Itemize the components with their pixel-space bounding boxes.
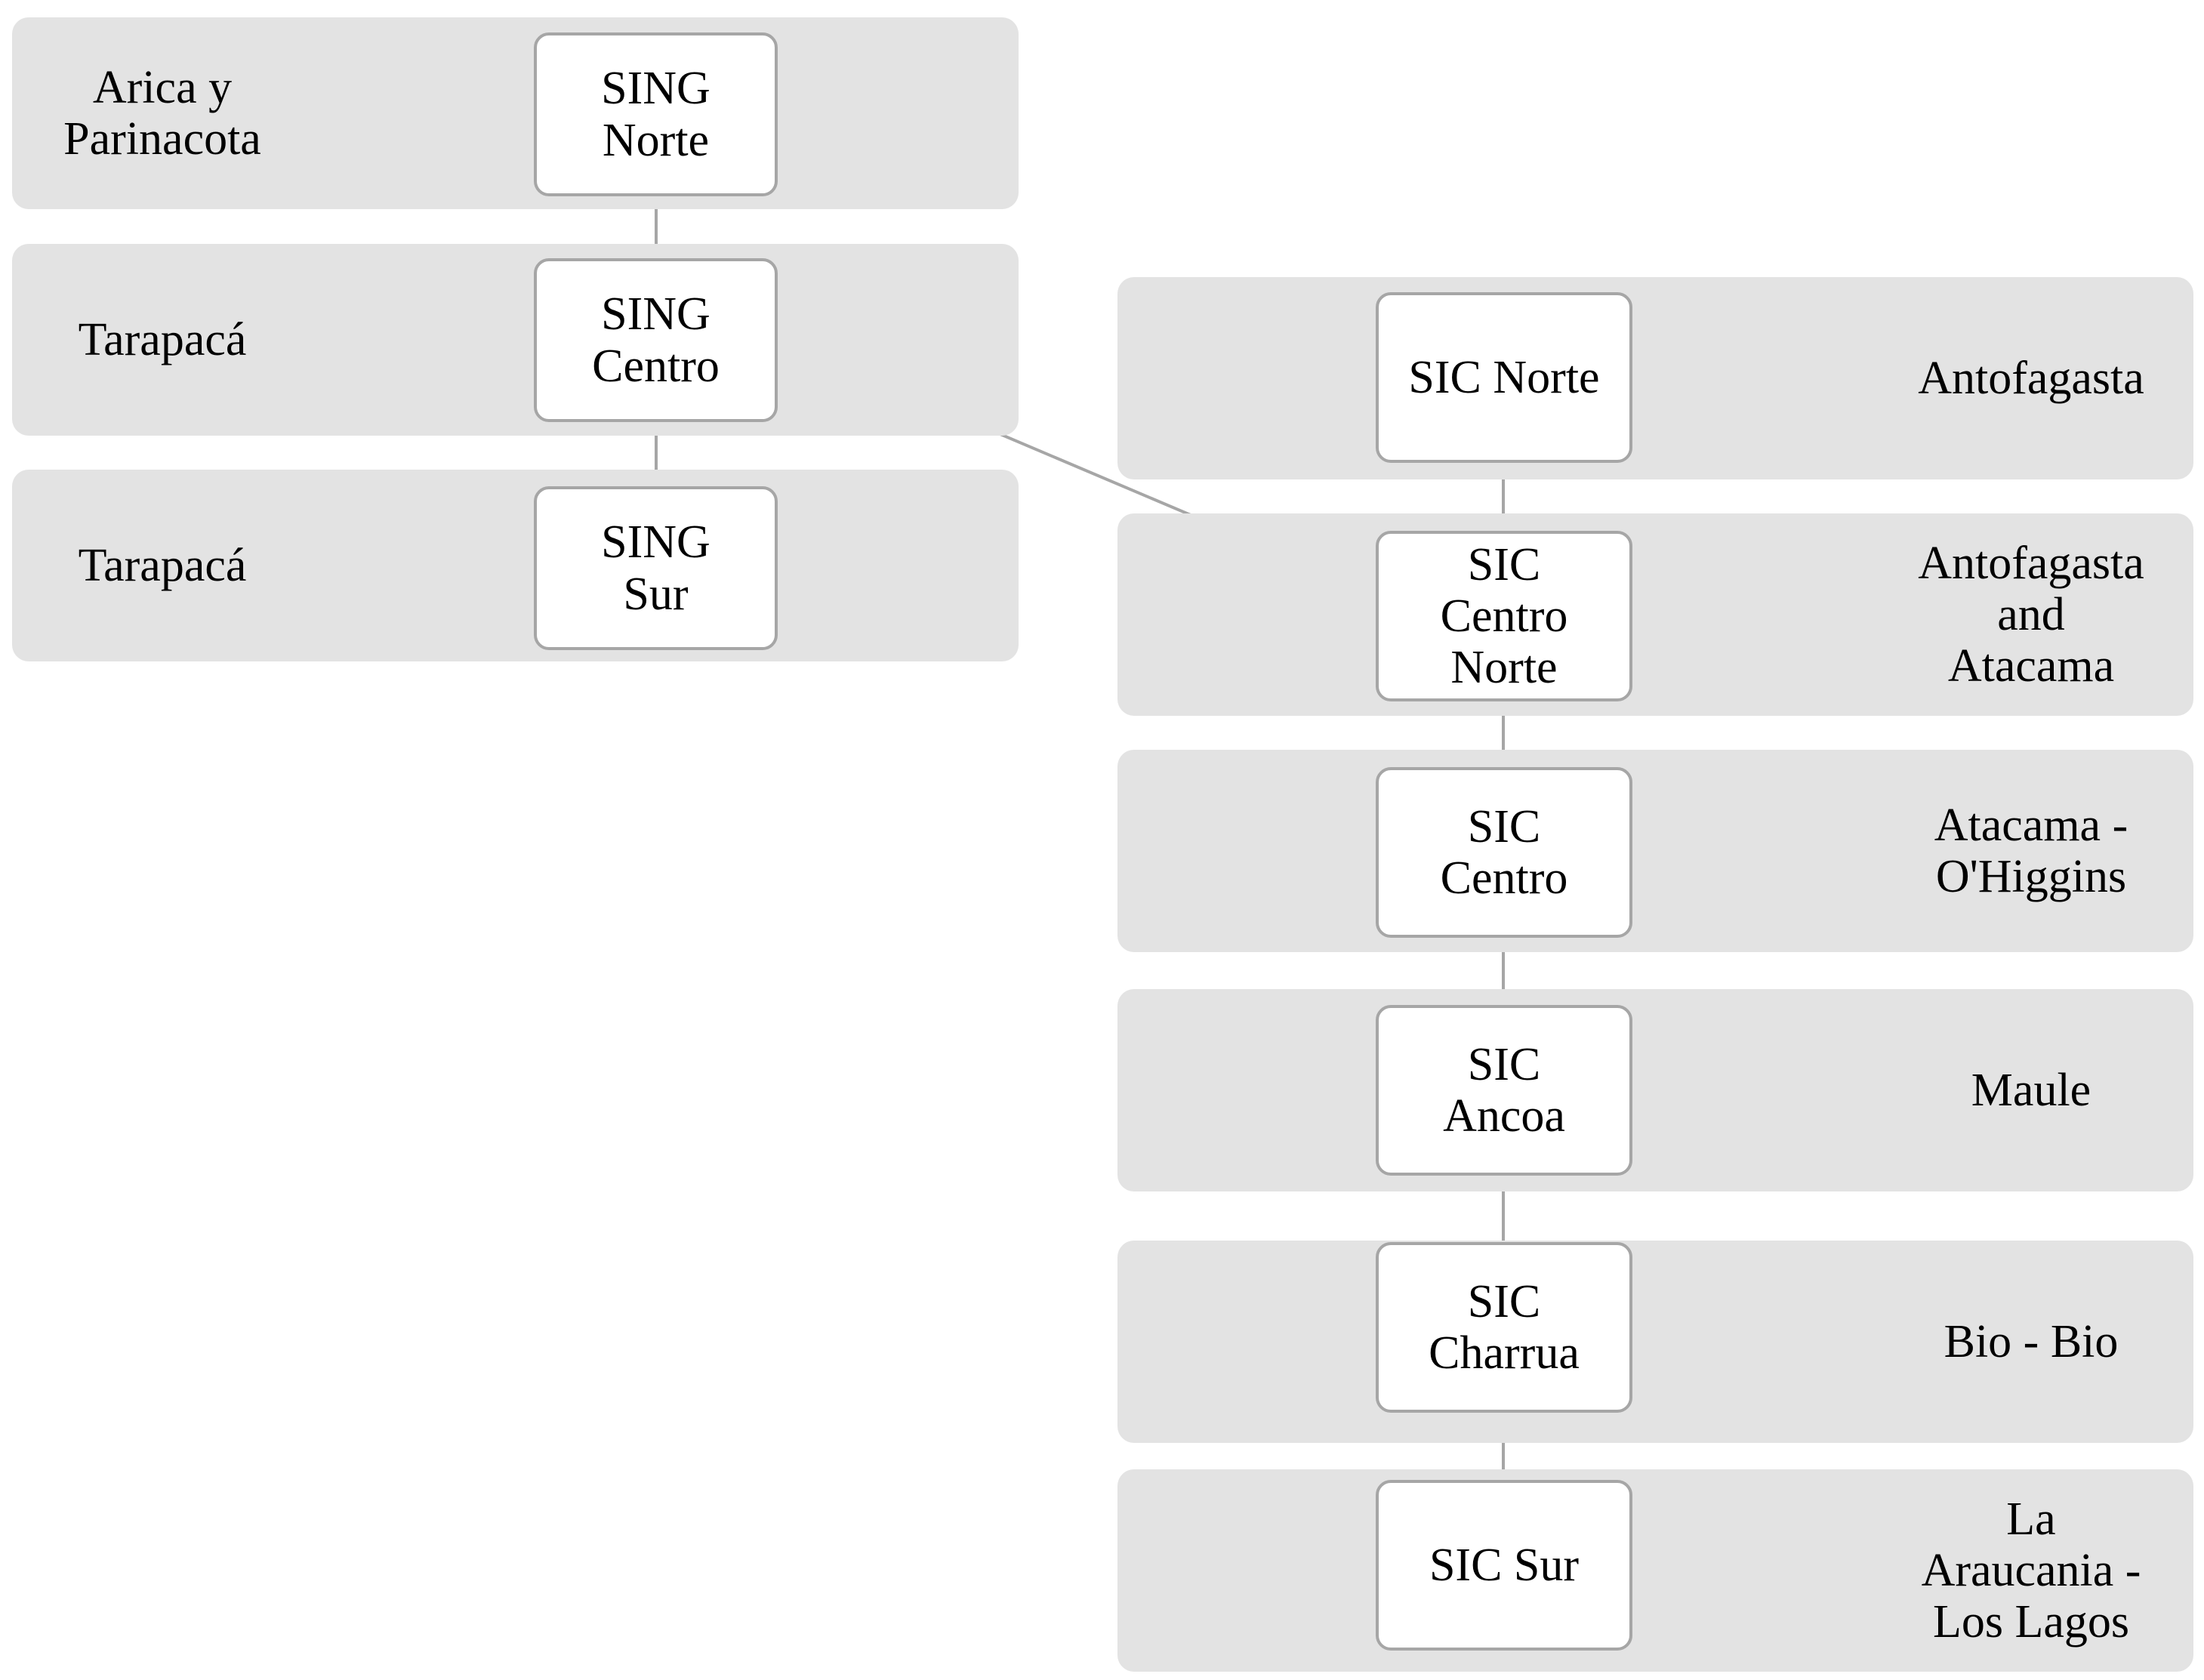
sic-node-charrua: SIC Charrua	[1376, 1242, 1632, 1413]
sic-band-norte	[1117, 277, 2193, 479]
sic-node-ancoa: SIC Ancoa	[1376, 1005, 1632, 1176]
sing-region-centro: Tarapacá	[78, 313, 247, 365]
sic-band-ancoa	[1117, 989, 2193, 1191]
sing-band-centro	[12, 244, 1019, 436]
sing-node-centro: SING Centro	[534, 258, 778, 422]
sing-node-sur: SING Sur	[534, 486, 778, 650]
sic-region-sur: La Araucania - Los Lagos	[1921, 1493, 2141, 1648]
sic-region-centro: Atacama - O'Higgins	[1934, 799, 2128, 902]
sic-region-ancoa: Maule	[1971, 1064, 2091, 1116]
sing-node-norte: SING Norte	[534, 32, 778, 196]
sing-band-sur	[12, 470, 1019, 661]
sic-node-sur: SIC Sur	[1376, 1480, 1632, 1651]
sic-band-charrua	[1117, 1241, 2193, 1443]
sing-region-sur: Tarapacá	[78, 539, 247, 591]
sic-region-norte: Antofagasta	[1918, 352, 2144, 404]
sic-node-centro-norte: SIC Centro Norte	[1376, 531, 1632, 701]
sic-node-centro: SIC Centro	[1376, 767, 1632, 938]
sic-band-centro	[1117, 750, 2193, 952]
sic-band-centro-norte	[1117, 513, 2193, 716]
sing-band-norte	[12, 17, 1019, 209]
sic-region-charrua: Bio - Bio	[1944, 1315, 2119, 1367]
sing-region-norte: Arica y Parinacota	[63, 61, 261, 165]
sic-region-centro-norte: Antofagasta and Atacama	[1918, 537, 2144, 692]
sic-node-norte: SIC Norte	[1376, 292, 1632, 463]
sic-band-sur	[1117, 1469, 2193, 1672]
